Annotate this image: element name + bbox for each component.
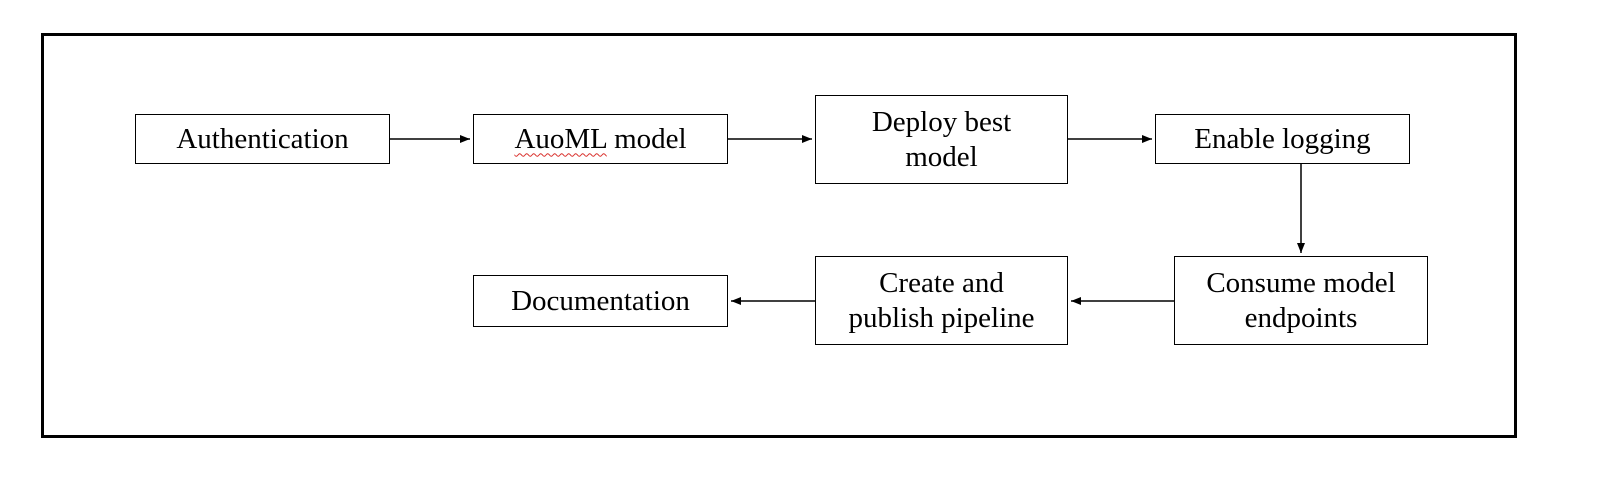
node-enable-logging: Enable logging bbox=[1155, 114, 1410, 164]
spellcheck-flagged-word: AuoML bbox=[514, 122, 607, 155]
diagram-frame bbox=[41, 33, 1517, 438]
node-deploy-best-model: Deploy best model bbox=[815, 95, 1068, 184]
node-authentication: Authentication bbox=[135, 114, 390, 164]
node-documentation: Documentation bbox=[473, 275, 728, 327]
node-automl-model-label: AuoML model bbox=[514, 122, 687, 155]
node-automl-model: AuoML model bbox=[473, 114, 728, 164]
node-consume-model-endpoints: Consume model endpoints bbox=[1174, 256, 1428, 345]
node-authentication-label: Authentication bbox=[176, 122, 349, 155]
node-enable-logging-label: Enable logging bbox=[1194, 122, 1371, 155]
node-documentation-label: Documentation bbox=[511, 284, 690, 317]
node-create-publish-pipeline: Create and publish pipeline bbox=[815, 256, 1068, 345]
node-create-publish-pipeline-label: Create and publish pipeline bbox=[848, 266, 1035, 334]
node-consume-model-endpoints-label: Consume model endpoints bbox=[1206, 266, 1396, 334]
node-deploy-best-model-label: Deploy best model bbox=[871, 105, 1012, 173]
